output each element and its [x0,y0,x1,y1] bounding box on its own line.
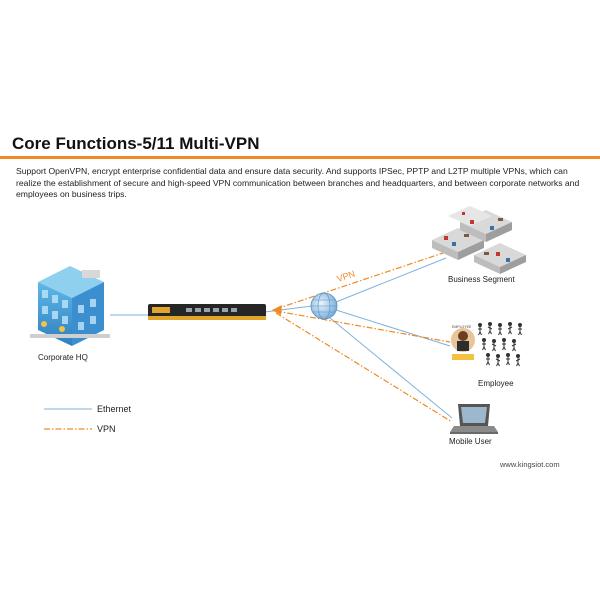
vpn-to-employee [275,310,451,343]
legend: Ethernet VPN [44,404,132,434]
title-underline [0,156,600,159]
ethernet-globe-business [335,257,447,303]
corporate-hq-label: Corporate HQ [38,353,88,362]
business-segment-label: Business Segment [448,275,515,284]
ethernet-globe-mobile [329,317,453,419]
vpn-arrow-heads [272,305,282,315]
corporate-hq-building-icon [30,266,110,346]
svg-text:EMPLOYEE: EMPLOYEE [452,325,472,329]
vpn-arrow-left [272,305,282,315]
ethernet-globe-employee [335,309,451,347]
website-url: www.kingsiot.com [499,460,560,469]
page-title: Core Functions-5/11 Multi-VPN [12,134,260,153]
legend-vpn-label: VPN [97,424,116,434]
mobile-user-label: Mobile User [449,437,492,446]
ethernet-router-globe [264,305,313,313]
laptop-icon [450,404,498,434]
legend-ethernet-label: Ethernet [97,404,132,414]
vpn-to-business [275,251,447,310]
router-device-icon [148,304,266,320]
employee-label: Employee [478,379,514,388]
vpn-links [275,251,453,423]
internet-globe-icon [310,292,338,320]
description-text: Support OpenVPN, encrypt enterprise conf… [16,166,580,199]
ethernet-links [110,257,453,419]
vpn-line-label: VPN [336,269,357,284]
employee-group-icon: EMPLOYEE [451,322,522,367]
vpn-to-mobile [275,312,453,423]
business-segment-office-icon [432,206,526,274]
